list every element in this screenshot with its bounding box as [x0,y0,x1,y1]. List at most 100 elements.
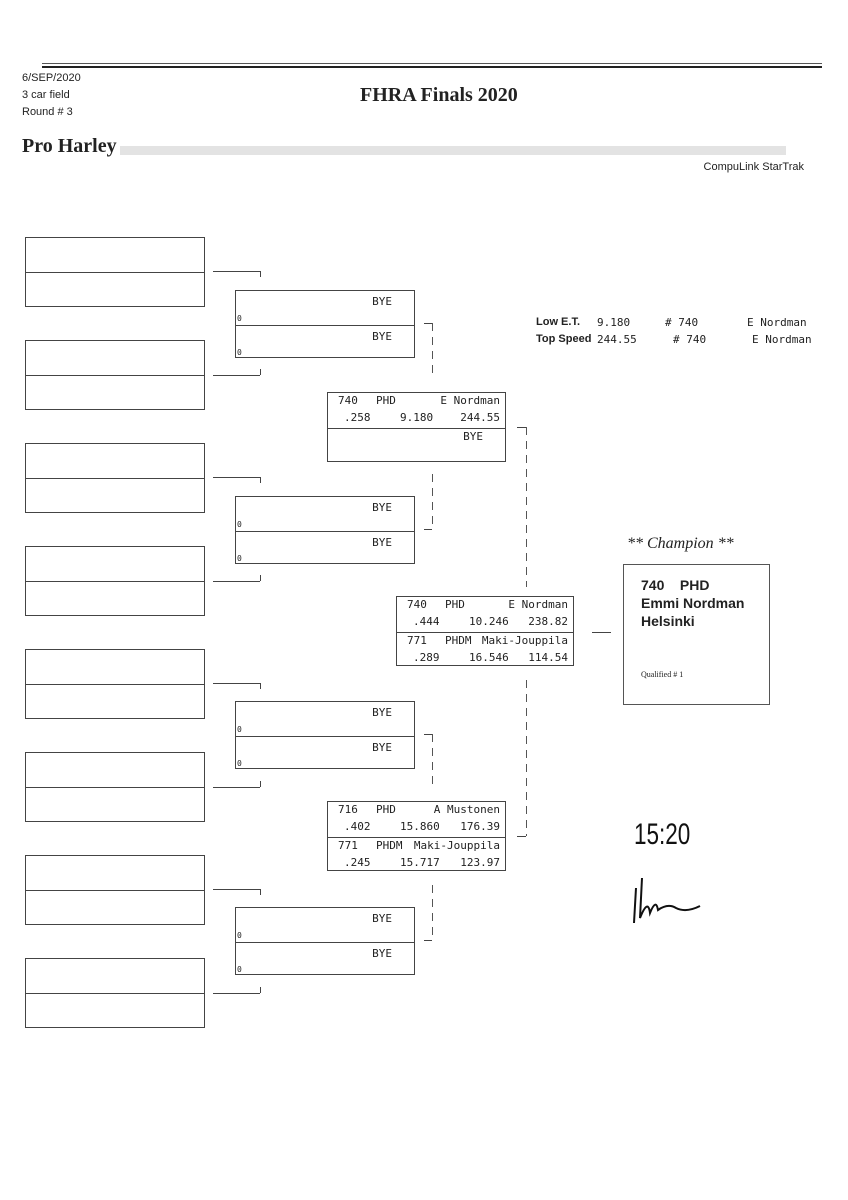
lane-slot [26,547,204,582]
dotted-rule [120,146,786,155]
car-class: PHD [376,803,396,816]
lane-slot: BYE [328,428,505,463]
reaction-time: .245 [344,856,371,869]
connector-dashed [526,427,527,587]
stat-car: # 740 [665,316,699,329]
champion-qualified: Qualified # 1 [641,670,684,679]
lane-slot [26,993,204,1028]
round1-matchup [25,752,205,822]
connector-line [213,271,260,272]
champion-city: Helsinki [641,613,695,629]
connector-dashed [526,680,527,836]
bye-label: BYE [372,295,392,308]
handwritten-time: 15:20 [634,818,691,851]
elapsed-time: 9.180 [400,411,434,424]
car-class: PHD [376,394,396,407]
round1-matchup [25,649,205,719]
driver-name: Maki-Jouppila [481,634,568,647]
connector-line [424,323,432,324]
connector-line [213,787,260,788]
car-number: 740 [407,598,427,611]
lane-value: 0 [237,930,242,940]
connector-line [260,781,261,787]
lane-slot [26,444,204,479]
connector-line [424,734,432,735]
round1-matchup [25,237,205,307]
lane-slot [26,890,204,925]
reaction-time: .289 [413,651,440,664]
elapsed-time: 10.246 [469,615,509,628]
bye-label: BYE [372,946,392,960]
stat-driver: E Nordman [752,333,812,346]
connector-line [213,683,260,684]
round1-matchup [25,546,205,616]
bye-label: BYE [372,911,392,925]
car-number: 740 [338,394,358,407]
speed: 123.97 [460,856,500,869]
lane-slot: BYE 0 [236,941,414,976]
connector-line [213,993,260,994]
connector-dashed [432,734,433,784]
elapsed-time: 16.546 [469,651,509,664]
car-number: 771 [407,634,427,647]
lane-value: 0 [237,964,242,974]
champion-box: 740 PHD Emmi Nordman Helsinki Qualified … [623,564,770,705]
event-date: 6/SEP/2020 [22,72,81,84]
speed: 238.82 [528,615,568,628]
connector-line [424,939,432,941]
lane-slot [26,238,204,273]
reaction-time: .402 [344,820,371,833]
connector-line [260,369,261,375]
field-size: 3 car field [22,89,70,101]
lane-slot [26,787,204,822]
connector-line [424,528,432,530]
car-number: 771 [338,839,358,852]
bye-label: BYE [372,535,392,549]
connector-line [517,427,526,428]
round1-matchup [25,443,205,513]
bye-label: BYE [372,500,392,514]
lane-slot: BYE 0 [236,908,414,942]
connector-dashed [432,884,433,940]
round1-matchup [25,958,205,1028]
lane-slot [26,272,204,307]
lane-value: 0 [237,725,242,734]
champion-car: 740 PHD [641,577,710,593]
lane-slot [26,856,204,891]
connector-line [213,375,260,376]
handwritten-signature [633,877,701,924]
bye-label: BYE [372,741,392,754]
connector-line [260,477,261,483]
header-rule [42,63,822,64]
lane-slot [26,753,204,788]
connector-line [213,889,260,890]
software-name: CompuLink StarTrak [703,161,804,173]
header-info: 6/SEP/2020 3 car field Round # 3 [22,70,81,121]
bye-label: BYE [372,330,392,343]
connector-line [260,683,261,689]
car-class: PHDM [376,839,403,852]
lane-slot [26,650,204,685]
event-title: FHRA Finals 2020 [360,84,518,106]
stat-driver: E Nordman [747,316,807,329]
lane-slot [26,684,204,719]
car-class: PHD [445,598,465,611]
connector-dashed [432,323,433,378]
stat-label: Top Speed [536,333,592,345]
lane-slot [26,341,204,376]
connector-line [517,836,526,837]
